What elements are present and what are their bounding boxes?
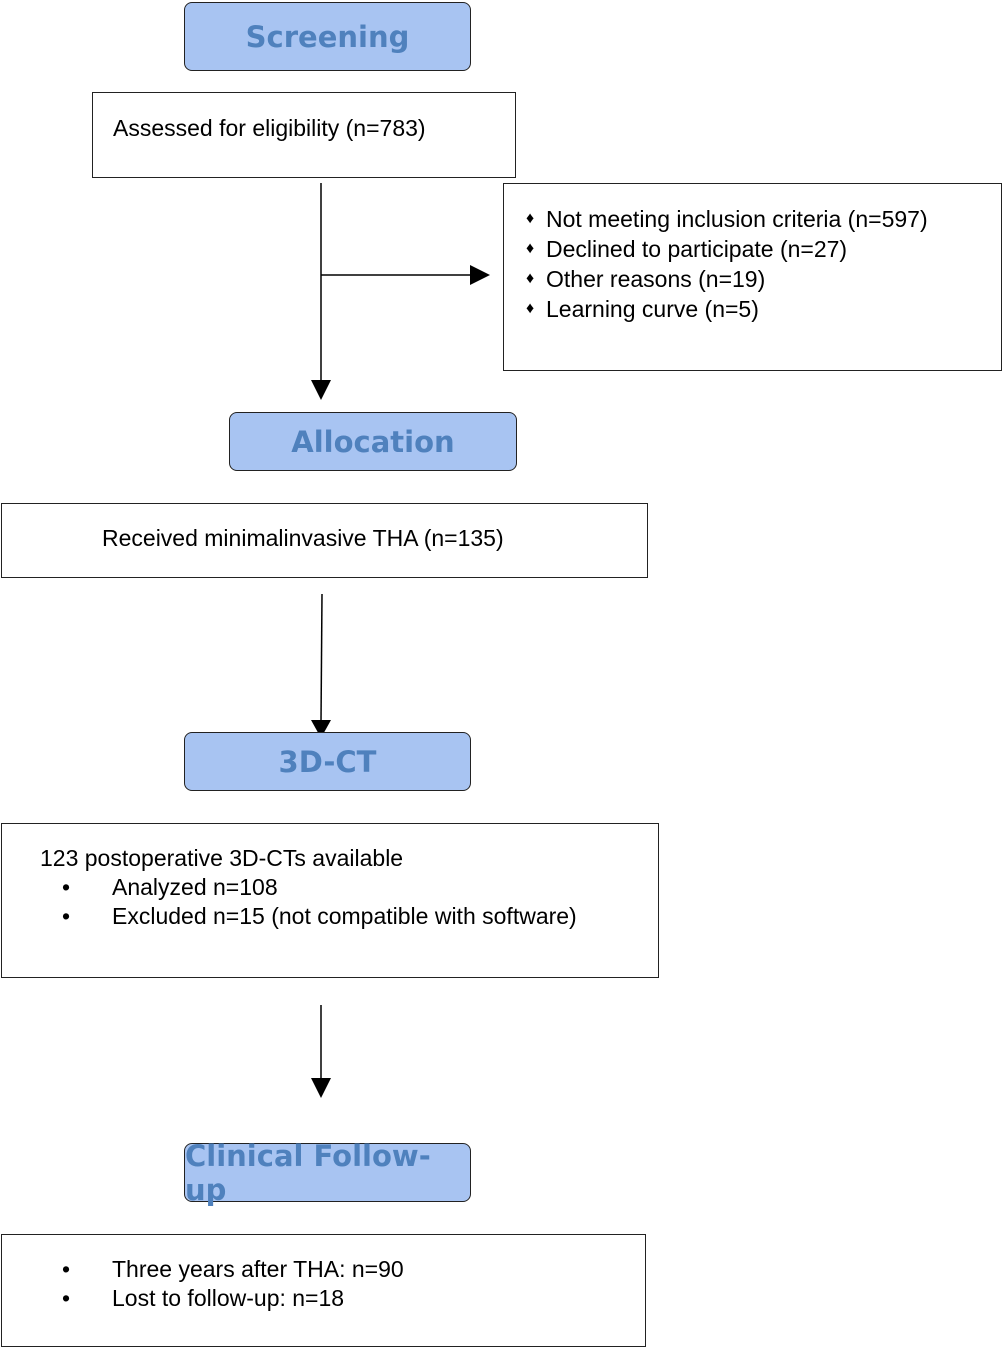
box-received: Received minimalinvasive THA (n=135) — [1, 503, 648, 578]
phase-screening: Screening — [184, 2, 471, 71]
list-item: ♦Other reasons (n=19) — [526, 266, 766, 292]
followup-list: •Three years after THA: n=90 •Lost to fo… — [2, 1255, 645, 1313]
ct-available-text: 123 postoperative 3D-CTs available — [40, 845, 404, 871]
arrow-to-exclusions-head — [470, 265, 490, 285]
phase-clinical-follow-up-label: Clinical Follow-up — [185, 1138, 431, 1207]
diamond-bullet-icon: ♦ — [526, 300, 535, 317]
box-exclusions: ♦Not meeting inclusion criteria (n=597) … — [503, 183, 1002, 371]
box-eligibility: Assessed for eligibility (n=783) — [92, 92, 516, 178]
arrow-eligibility-to-allocation-head — [311, 380, 331, 400]
box-followup: •Three years after THA: n=90 •Lost to fo… — [1, 1234, 646, 1347]
list-item: •Three years after THA: n=90 — [62, 1256, 404, 1282]
phase-allocation-label: Allocation — [291, 424, 455, 459]
list-item: •Lost to follow-up: n=18 — [62, 1285, 345, 1311]
bullet-icon: • — [62, 874, 71, 900]
list-item: •Analyzed n=108 — [62, 874, 278, 900]
eligibility-text: Assessed for eligibility (n=783) — [113, 115, 426, 141]
box-ct: 123 postoperative 3D-CTs available •Anal… — [1, 823, 659, 978]
arrow-received-to-ct-head — [311, 720, 331, 738]
phase-3d-ct: 3D-CT — [184, 732, 471, 791]
diamond-bullet-icon: ♦ — [526, 240, 535, 257]
list-item: ♦Learning curve (n=5) — [526, 296, 759, 322]
list-item: •Excluded n=15 (not compatible with soft… — [62, 903, 577, 929]
phase-clinical-follow-up: Clinical Follow-up — [184, 1139, 471, 1207]
diamond-bullet-icon: ♦ — [526, 210, 535, 227]
exclusions-list: ♦Not meeting inclusion criteria (n=597) … — [526, 204, 1001, 324]
bullet-icon: • — [62, 1256, 71, 1282]
ct-list: •Analyzed n=108 •Excluded n=15 (not comp… — [2, 873, 658, 931]
arrow-ct-to-followup-head — [311, 1078, 331, 1098]
received-text: Received minimalinvasive THA (n=135) — [102, 525, 504, 551]
arrow-received-to-ct — [320, 593, 323, 723]
phase-3d-ct-label: 3D-CT — [278, 744, 377, 779]
list-item: ♦Declined to participate (n=27) — [526, 236, 848, 262]
phase-allocation: Allocation — [229, 412, 517, 471]
diamond-bullet-icon: ♦ — [526, 270, 535, 287]
phase-screening-label: Screening — [245, 19, 410, 54]
bullet-icon: • — [62, 903, 71, 929]
list-item: ♦Not meeting inclusion criteria (n=597) — [526, 206, 928, 232]
bullet-icon: • — [62, 1285, 71, 1311]
